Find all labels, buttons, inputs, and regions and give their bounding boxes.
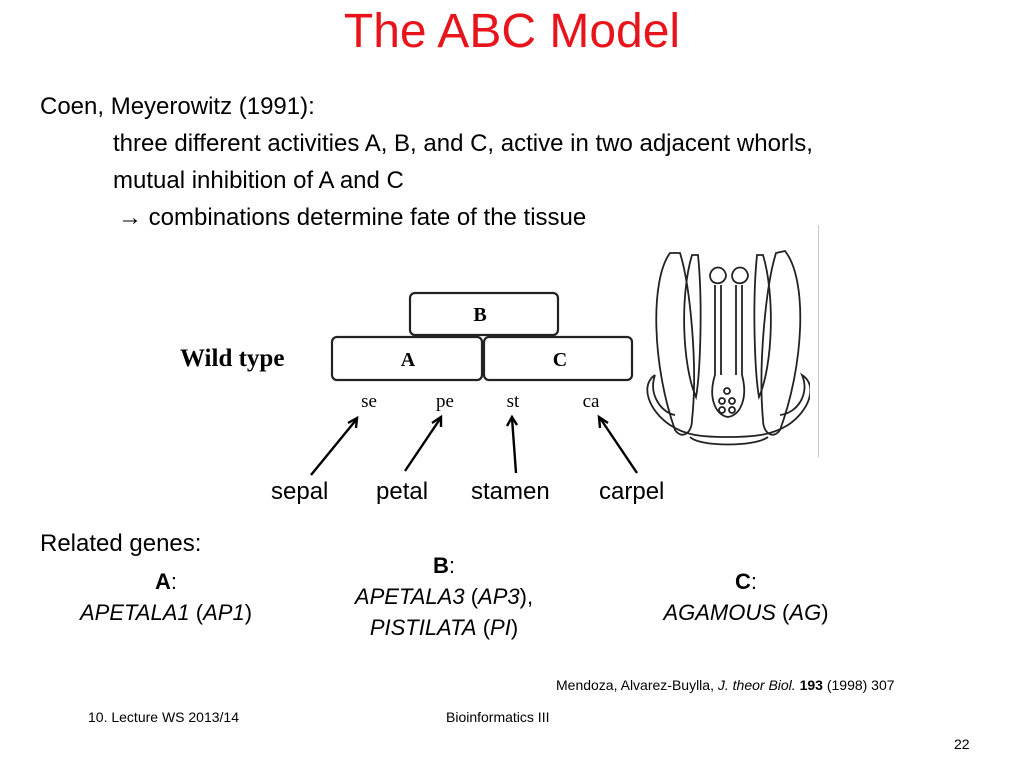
gene-a-letter: A <box>154 569 171 594</box>
organ-label-petal: petal <box>376 478 429 505</box>
gene-b-colon: : <box>448 553 455 578</box>
box-a-label: A <box>401 349 416 371</box>
gene-a-abbr: AP1 <box>203 600 245 625</box>
gene-c-name: AGAMOUS <box>663 600 776 625</box>
box-a <box>330 335 484 382</box>
box-c-label: C <box>553 349 567 371</box>
gene-group-b: B: APETALA3 (AP3), PISTILATA (PI) <box>354 553 534 640</box>
wild-type-label: Wild type <box>180 345 284 372</box>
box-c <box>482 335 634 382</box>
intro-citation: Coen, Meyerowitz (1991): <box>40 93 315 120</box>
box-b-label: B <box>473 304 486 326</box>
gene-a-name: APETALA1 <box>79 600 190 625</box>
gene-c-abbr: AG <box>789 600 822 625</box>
reference-volume: 193 <box>799 677 823 693</box>
combinations-line: → combinations determine fate of the tis… <box>118 204 587 231</box>
activities-line-1: three different activities A, B, and C, … <box>113 130 813 157</box>
related-genes-label: Related genes: <box>40 530 202 557</box>
reference-citation: Mendoza, Alvarez-Buylla, J. theor Biol. … <box>556 677 895 693</box>
footer-lecture: 10. Lecture WS 2013/14 <box>88 709 239 725</box>
gene-b-abbr-1: AP3 <box>478 584 520 609</box>
gene-group-c: C: AGAMOUS (AG) <box>663 569 829 625</box>
abc-model-figure: Wild type B A C se pe st ca <box>180 249 810 476</box>
slide-title: The ABC Model <box>343 5 681 58</box>
whorl-ca: ca <box>583 391 600 412</box>
activities-line-2: mutual inhibition of A and C <box>113 167 404 194</box>
gene-b-letter: B <box>432 553 449 578</box>
gene-b-name-2: PISTILATA <box>369 615 477 640</box>
reference-year-page: (1998) 307 <box>826 677 895 693</box>
figure-divider <box>818 225 819 457</box>
box-b <box>408 291 560 337</box>
whorl-st: st <box>507 391 520 412</box>
gene-c-colon: : <box>750 569 757 594</box>
organ-label-carpel: carpel <box>599 478 665 505</box>
gene-group-a: A: APETALA1 (AP1) <box>79 569 253 625</box>
gene-b-name-1: APETALA3 <box>354 584 465 609</box>
gene-a-colon: : <box>170 569 177 594</box>
reference-authors: Mendoza, Alvarez-Buylla, <box>556 677 714 693</box>
organ-label-sepal: sepal <box>271 478 329 505</box>
footer-course: Bioinformatics III <box>446 709 550 725</box>
whorl-se: se <box>361 391 377 412</box>
organ-arrows <box>310 414 638 476</box>
page-number: 22 <box>954 736 970 752</box>
whorl-pe: pe <box>436 391 454 412</box>
gene-b-separator: ), <box>519 584 534 609</box>
gene-b-abbr-2: PI <box>490 615 511 640</box>
gene-c-letter: C <box>734 569 751 594</box>
reference-journal: J. theor Biol. <box>717 677 796 693</box>
organ-label-stamen: stamen <box>471 478 550 505</box>
flower-section-drawing <box>646 249 810 446</box>
